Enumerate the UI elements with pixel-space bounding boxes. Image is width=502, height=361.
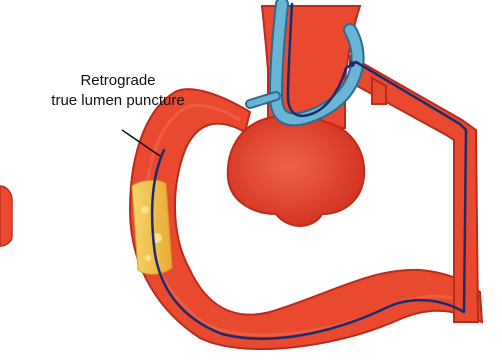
annotation-label-line1: Retrograde (18, 72, 218, 90)
left-vessel-stub (0, 186, 12, 246)
annotation-label-line2: true lumen puncture (18, 92, 218, 110)
heart-bulb (228, 116, 364, 226)
